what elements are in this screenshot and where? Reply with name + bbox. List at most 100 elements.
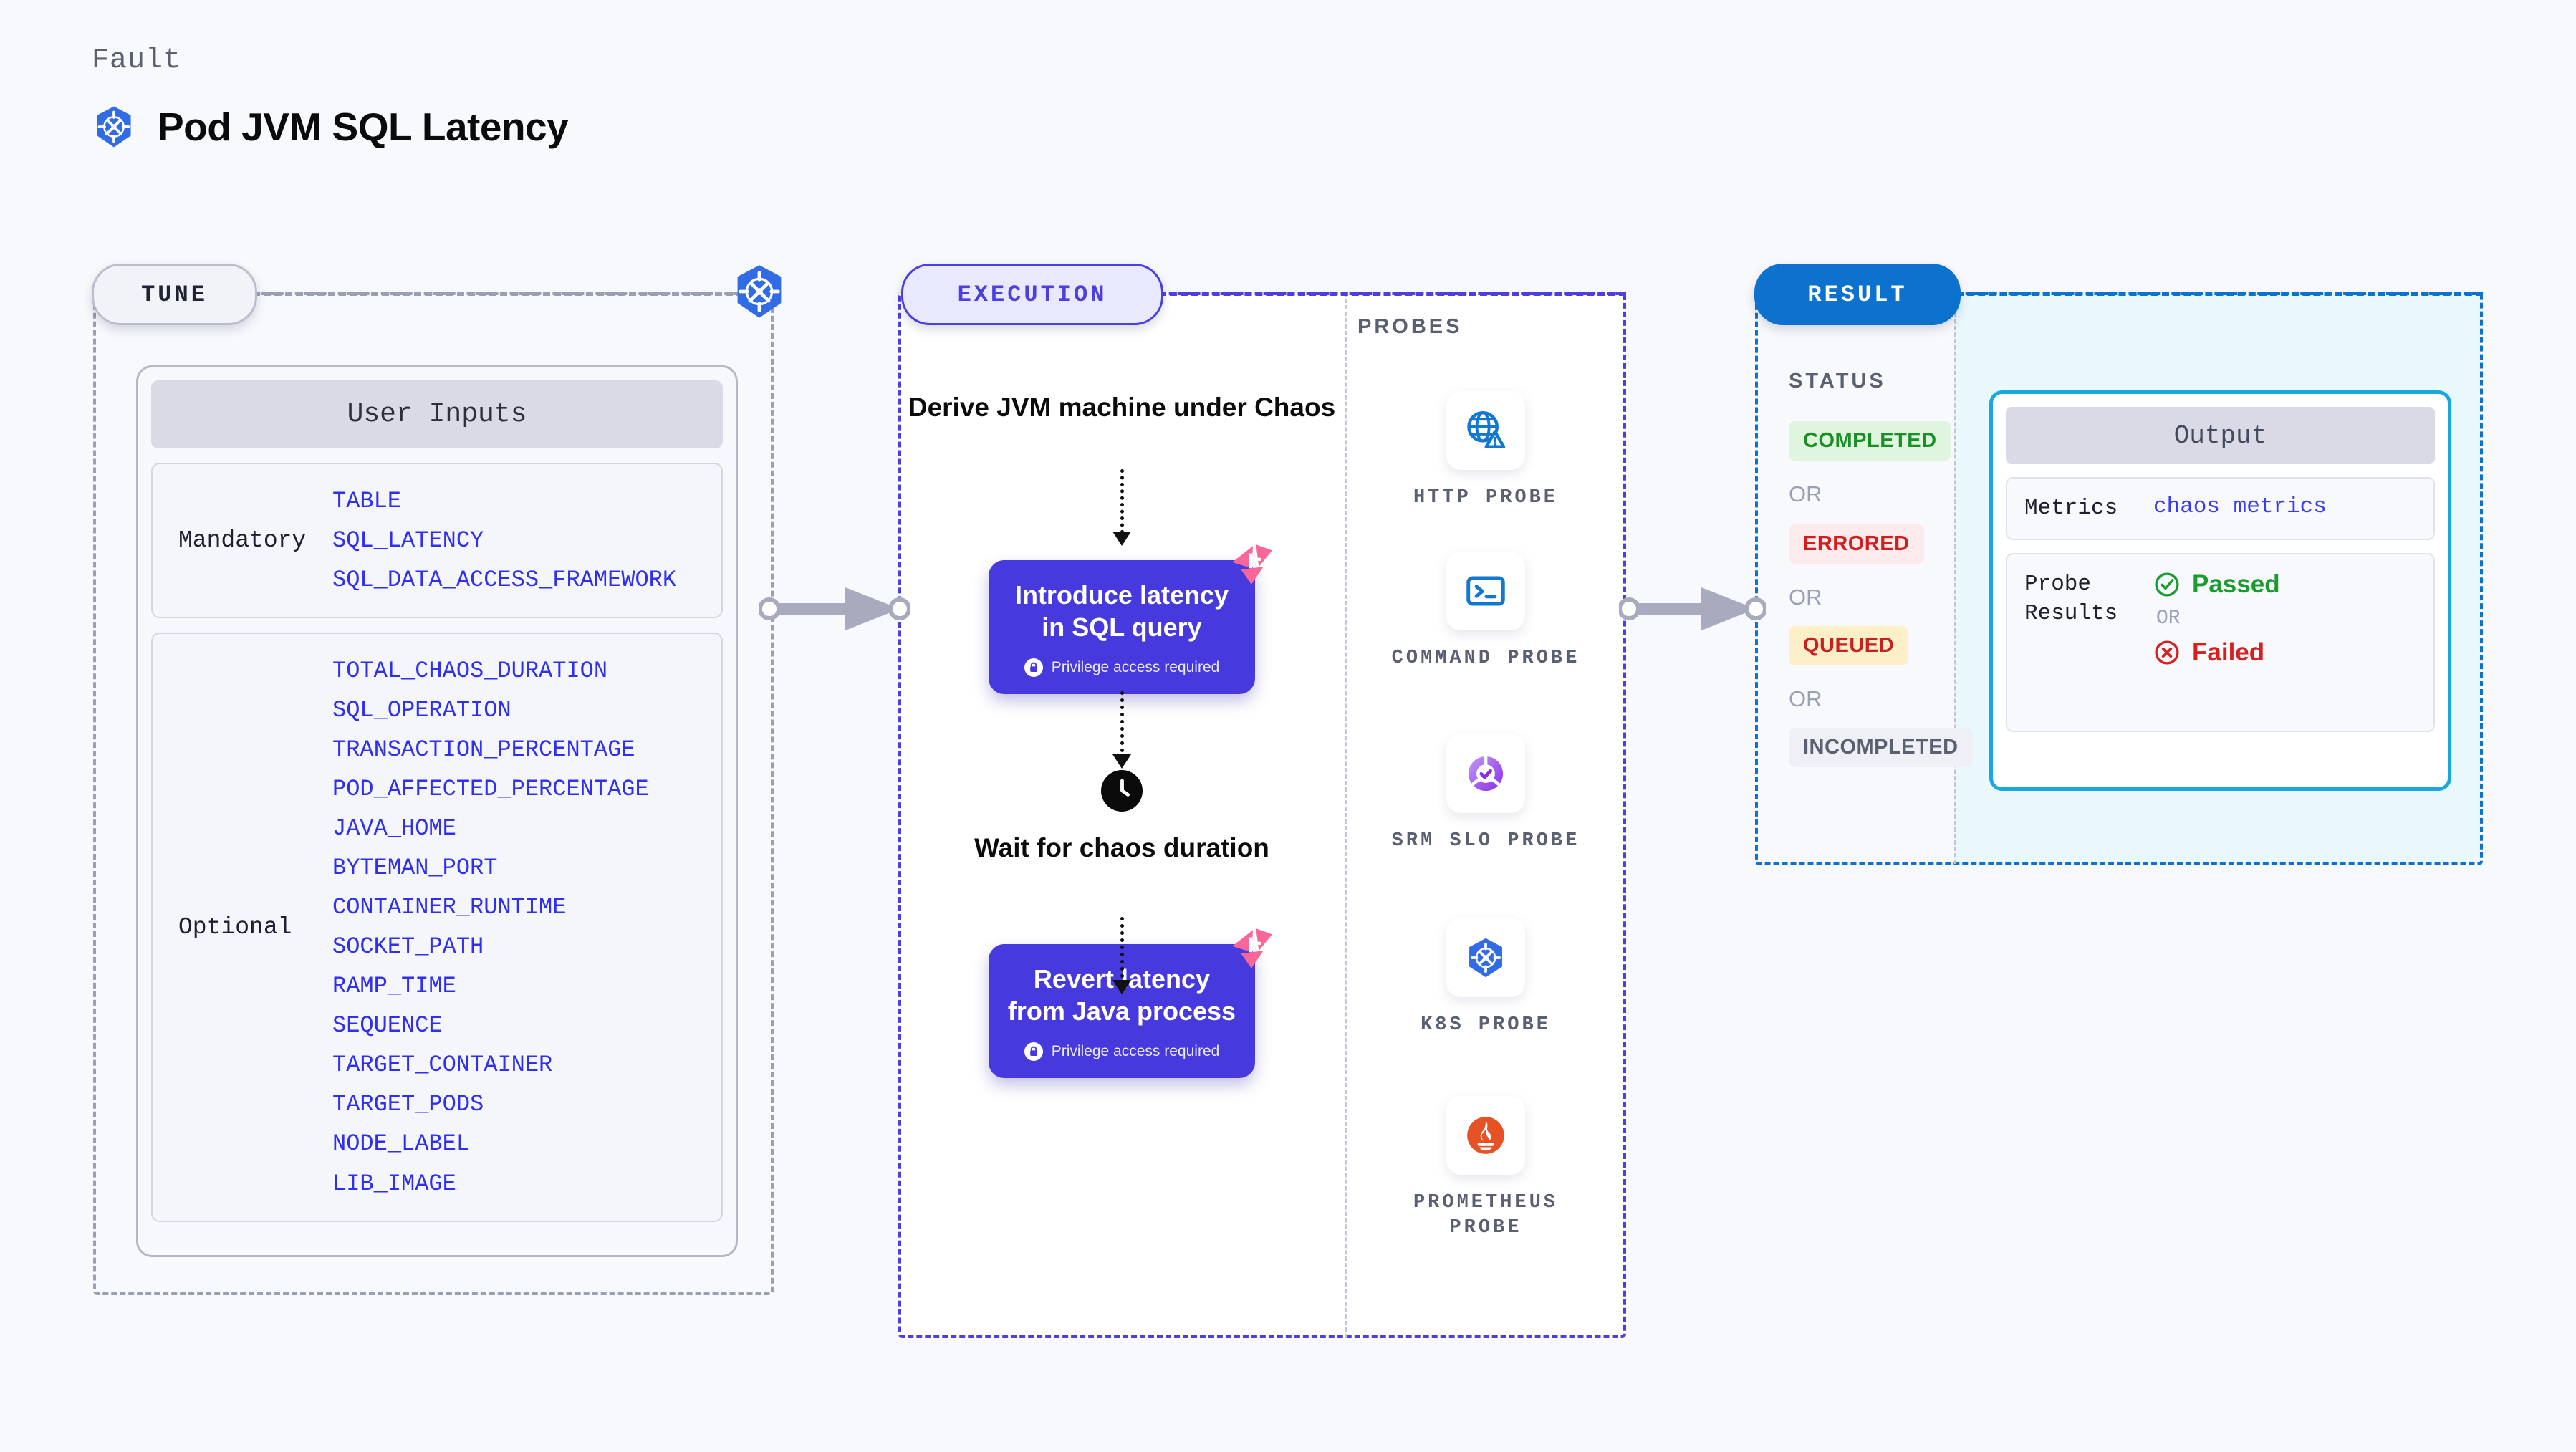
param-item[interactable]: POD_AFFECTED_PERCENTAGE <box>332 776 649 803</box>
result-badge-label: RESULT <box>1807 281 1908 308</box>
probe-prometheus[interactable]: PROMETHEUS PROBE <box>1382 1096 1590 1241</box>
param-item[interactable]: SEQUENCE <box>332 1012 443 1039</box>
param-item[interactable]: TRANSACTION_PERCENTAGE <box>332 736 635 764</box>
metrics-key: Metrics <box>2024 496 2118 521</box>
globe-warning-icon <box>1467 411 1506 448</box>
execution-step-heading: Derive JVM machine under Chaos <box>908 393 1336 422</box>
param-group-optional: Optional TOTAL_CHAOS_DURATION SQL_OPERAT… <box>151 633 723 1222</box>
eyebrow-label: Fault <box>92 44 182 77</box>
tune-connector-line <box>253 292 754 296</box>
output-title: Output <box>2006 407 2435 464</box>
param-item[interactable]: LIB_IMAGE <box>332 1170 456 1197</box>
param-group-label: Mandatory <box>178 527 307 554</box>
tune-badge[interactable]: TUNE <box>92 264 257 325</box>
lock-icon <box>1024 658 1043 677</box>
kubernetes-icon <box>737 265 782 318</box>
litmus-icon <box>1232 544 1272 585</box>
status-text: INCOMPLETED <box>1803 736 1959 759</box>
flow-arrow-head <box>1112 532 1131 546</box>
probe-label: K8S PROBE <box>1421 1014 1551 1036</box>
probe-http[interactable]: HTTP PROBE <box>1382 391 1590 511</box>
failed-text: Failed <box>2192 638 2265 667</box>
param-item[interactable]: TARGET_CONTAINER <box>332 1052 553 1079</box>
status-text: COMPLETED <box>1803 429 1937 452</box>
probe-label: PROMETHEUS PROBE <box>1413 1192 1559 1239</box>
param-group-label: Optional <box>178 913 292 941</box>
probe-result-or: OR <box>2156 607 2181 630</box>
param-item[interactable]: TOTAL_CHAOS_DURATION <box>332 658 608 685</box>
status-badge-queued: QUEUED <box>1789 626 1909 665</box>
privilege-text: Privilege access required <box>1051 1042 1220 1059</box>
status-text: QUEUED <box>1803 634 1895 657</box>
probe-tile <box>1446 1096 1525 1175</box>
prometheus-icon <box>1467 1117 1504 1154</box>
param-item[interactable]: NODE_LABEL <box>332 1130 471 1158</box>
execution-connector-line <box>1159 292 1626 296</box>
param-item[interactable]: SQL_OPERATION <box>332 697 511 724</box>
output-probe-results-row: Probe Results Passed OR Failed <box>2006 553 2435 733</box>
param-item[interactable]: SOCKET_PATH <box>332 933 484 961</box>
probes-to-result-arrow <box>1619 587 1766 630</box>
card-title: Introduce latency in SQL query <box>1014 580 1229 643</box>
probe-tile <box>1446 734 1525 813</box>
privilege-row: Privilege access required <box>1001 658 1242 677</box>
terminal-icon <box>1466 576 1505 606</box>
flow-arrow-line <box>1120 691 1124 759</box>
status-label: STATUS <box>1789 370 1886 393</box>
kubernetes-icon <box>97 106 131 148</box>
flow-arrow-head <box>1112 754 1131 769</box>
param-item[interactable]: SQL_LATENCY <box>332 527 484 554</box>
probes-label: PROBES <box>1357 315 1463 338</box>
probe-result-passed: Passed <box>2153 570 2426 599</box>
probe-k8s[interactable]: K8S PROBE <box>1382 918 1590 1038</box>
result-connector-line <box>1956 292 2483 296</box>
privilege-row: Privilege access required <box>1001 1042 1242 1061</box>
param-item[interactable]: RAMP_TIME <box>332 973 456 1000</box>
execution-badge[interactable]: EXECUTION <box>901 264 1163 325</box>
param-group-mandatory: Mandatory TABLE SQL_LATENCY SQL_DATA_ACC… <box>151 463 723 619</box>
page-title: Pod JVM SQL Latency <box>158 105 569 149</box>
result-badge[interactable]: RESULT <box>1754 264 1961 325</box>
x-circle-icon <box>2155 640 2179 665</box>
probe-tile <box>1446 552 1525 630</box>
user-inputs-card: User Inputs Mandatory TABLE SQL_LATENCY … <box>136 365 738 1257</box>
param-item[interactable]: SQL_DATA_ACCESS_FRAMEWORK <box>332 567 677 594</box>
flow-arrow-line <box>1120 917 1124 985</box>
probe-result-failed: Failed <box>2153 638 2426 667</box>
tune-to-execution-arrow <box>759 587 910 630</box>
probe-tile <box>1446 918 1525 997</box>
param-item[interactable]: TARGET_PODS <box>332 1091 484 1118</box>
status-divider <box>1954 294 1956 864</box>
probe-label: SRM SLO PROBE <box>1391 830 1580 852</box>
flow-arrow-line <box>1120 469 1124 534</box>
output-metrics-row: Metrics chaos metrics <box>2006 477 2435 541</box>
clock-icon <box>1101 770 1143 812</box>
page-header: Fault Pod JVM SQL Latency <box>92 44 569 150</box>
status-or: OR <box>1789 686 1822 711</box>
output-card: Output Metrics chaos metrics Probe Resul… <box>1989 390 2451 791</box>
probe-label: COMMAND PROBE <box>1391 648 1580 669</box>
param-item[interactable]: TABLE <box>332 488 402 514</box>
status-or: OR <box>1789 585 1822 610</box>
metrics-value[interactable]: chaos metrics <box>2153 494 2327 519</box>
param-item[interactable]: CONTAINER_RUNTIME <box>332 894 567 921</box>
flow-arrow-head <box>1112 980 1131 994</box>
param-list-optional: TOTAL_CHAOS_DURATION SQL_OPERATION TRANS… <box>332 651 711 1203</box>
probe-srm-slo[interactable]: SRM SLO PROBE <box>1382 734 1590 854</box>
execution-card-revert-latency[interactable]: Revert latency from Java process Privile… <box>989 928 1272 1078</box>
status-badge-completed: COMPLETED <box>1789 421 1951 461</box>
probe-command[interactable]: COMMAND PROBE <box>1382 552 1590 671</box>
probe-label: HTTP PROBE <box>1413 487 1559 509</box>
status-badge-errored: ERRORED <box>1789 524 1924 564</box>
status-text: ERRORED <box>1803 532 1910 555</box>
param-list-mandatory: TABLE SQL_LATENCY SQL_DATA_ACCESS_FRAMEW… <box>332 481 711 600</box>
execution-card-introduce-latency[interactable]: Introduce latency in SQL query Privilege… <box>989 544 1272 694</box>
execution-wait-heading: Wait for chaos duration <box>974 833 1269 862</box>
title-row: Pod JVM SQL Latency <box>92 104 569 150</box>
privilege-text: Privilege access required <box>1051 658 1220 675</box>
lock-icon <box>1024 1042 1043 1061</box>
execution-badge-label: EXECUTION <box>957 281 1107 308</box>
param-item[interactable]: BYTEMAN_PORT <box>332 855 498 882</box>
probe-results-key: Probe Results <box>2024 572 2118 626</box>
param-item[interactable]: JAVA_HOME <box>332 815 456 842</box>
